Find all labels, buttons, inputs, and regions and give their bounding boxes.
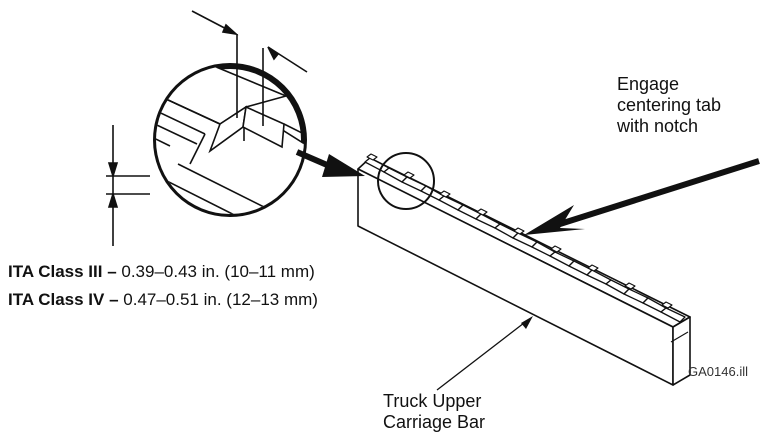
magnify-target-circle (377, 152, 435, 210)
truck-leader (436, 316, 533, 391)
truck-callout: Truck Upper Carriage Bar (383, 391, 513, 433)
truck-line-1: Truck Upper (383, 391, 482, 411)
spec-row-ita-class-iii: ITA Class III – 0.39–0.43 in. (10–11 mm) (8, 262, 315, 282)
truck-line-2: Carriage Bar (383, 412, 486, 433)
carriage-bar (357, 153, 691, 386)
spec-value-ita-class-iv: 0.47–0.51 in. (12–13 mm) (118, 290, 318, 309)
bar-notches (364, 157, 686, 323)
magnifier-arrowhead (322, 154, 365, 177)
bar-tabs (366, 153, 673, 309)
figure-code: GA0146.ill (688, 364, 748, 379)
spec-row-ita-class-iv: ITA Class IV – 0.47–0.51 in. (12–13 mm) (8, 290, 318, 310)
engage-arrow (524, 158, 760, 235)
engage-line-3: with notch (617, 116, 699, 137)
engage-line-1: Engage (617, 74, 680, 94)
dimension-lines (106, 10, 308, 246)
spec-label-ita-class-iv: ITA Class IV – (8, 290, 119, 309)
spec-value-ita-class-iii: 0.39–0.43 in. (10–11 mm) (116, 262, 315, 281)
engage-line-2: centering tab (617, 95, 722, 116)
spec-label-ita-class-iii: ITA Class III – (8, 262, 117, 281)
engage-callout: Engage centering tab with notch (617, 74, 747, 138)
